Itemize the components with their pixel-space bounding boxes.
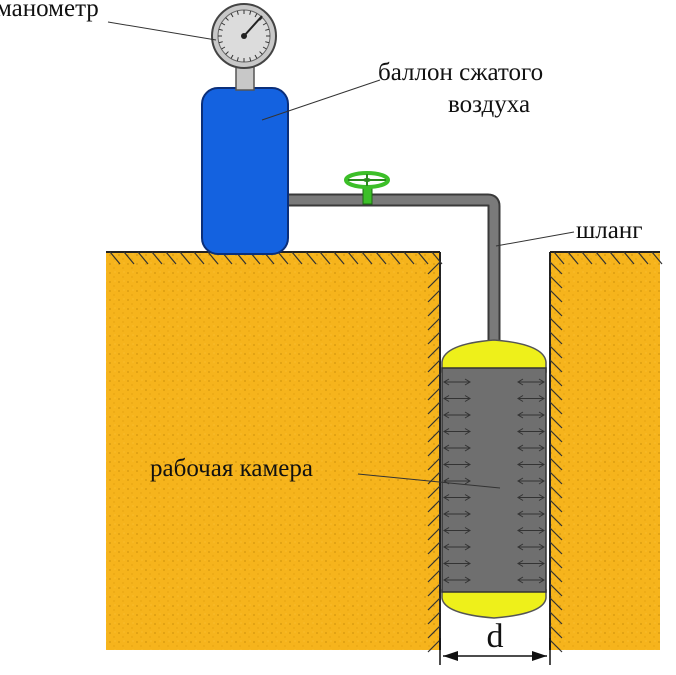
manometer-label: манометр xyxy=(0,0,99,22)
cylinder-label-line1: баллон сжатого xyxy=(378,59,543,86)
chamber-label: рабочая камера xyxy=(150,455,313,482)
pressure-gauge-icon xyxy=(211,3,277,91)
soil-left-block xyxy=(106,251,441,650)
soil-hatching xyxy=(109,251,663,653)
hose-leader xyxy=(495,231,575,247)
width-dimension xyxy=(439,638,551,665)
pressure-arrows xyxy=(443,378,545,584)
soil-right-block xyxy=(549,251,660,650)
chamber-leader xyxy=(357,473,501,489)
working-chamber xyxy=(441,339,547,619)
cylinder-label-line2: воздуха xyxy=(448,91,530,118)
width-label: d xyxy=(487,618,504,655)
cylinder-leader xyxy=(261,79,381,121)
air-cylinder xyxy=(201,87,289,255)
valve-wheel-icon xyxy=(344,171,390,189)
valve xyxy=(344,171,390,205)
manometer-leader xyxy=(107,21,217,41)
hose-label: шланг xyxy=(576,217,642,244)
